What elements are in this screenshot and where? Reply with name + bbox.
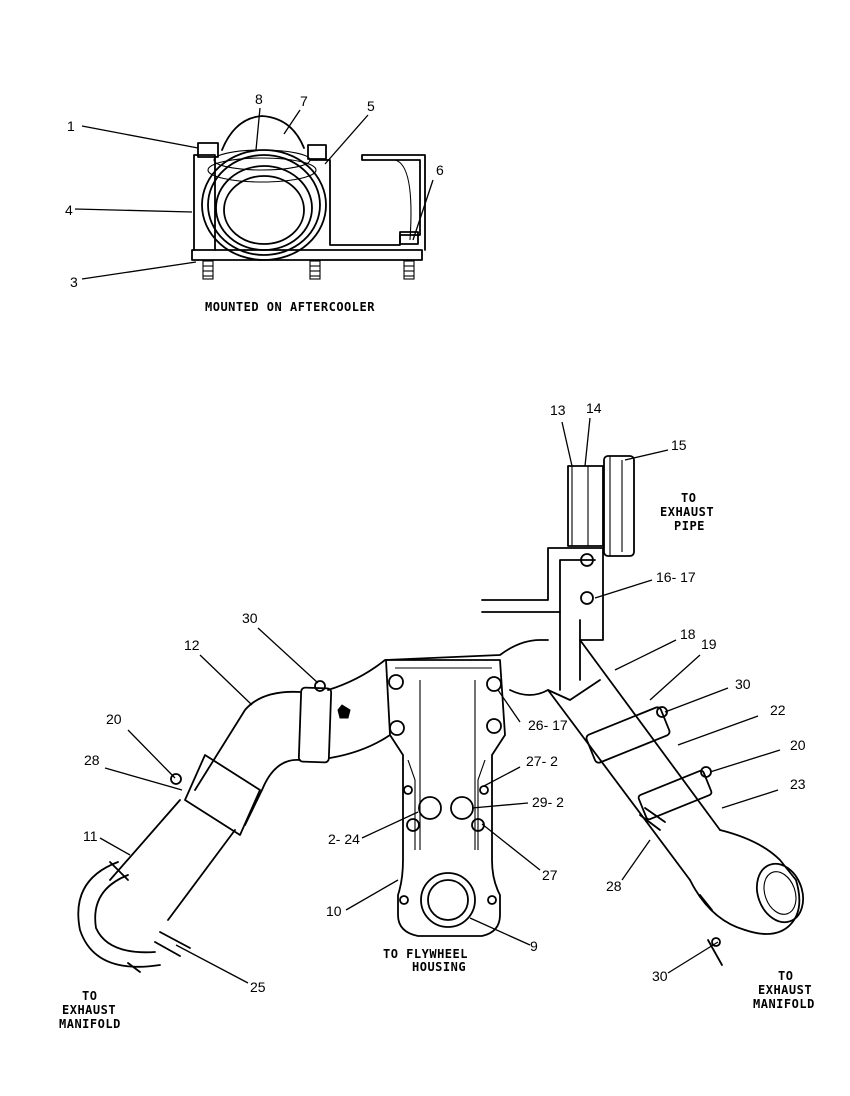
aftercooler-mount-assembly — [191, 115, 426, 280]
caption-mounted-on-aftercooler: MOUNTED ON AFTERCOOLER — [205, 300, 375, 314]
callout-7: 7 — [300, 93, 308, 109]
adapter-housing — [385, 659, 506, 937]
pipe-top — [221, 115, 305, 151]
right-clamp-lower — [699, 894, 723, 966]
left-clamp-bolt — [127, 931, 191, 973]
callout-30-bottom: 30 — [652, 968, 668, 984]
exhaust-flange — [603, 455, 635, 557]
caption-exhaust-pipe-line-1: TO — [681, 491, 696, 505]
callout-25: 25 — [250, 979, 266, 995]
adapter-bolt-1 — [388, 674, 404, 690]
caption-flywheel-housing: TO FLYWHEEL HOUSING — [383, 947, 468, 974]
callout-8: 8 — [255, 91, 263, 107]
callout-3: 3 — [70, 274, 78, 290]
left-sleeve — [184, 754, 261, 836]
callout-23: 23 — [790, 776, 806, 792]
caption-manifold-left-line-3: MANIFOLD — [59, 1017, 121, 1031]
callout-30-top: 30 — [242, 610, 258, 626]
callout-29-2: 29- 2 — [532, 794, 564, 810]
callout-15: 15 — [671, 437, 687, 453]
mounting-plate — [191, 249, 423, 261]
caption-manifold-left-line-1: TO — [82, 989, 97, 1003]
bracket-bolt-upper — [580, 553, 594, 567]
caption-exhaust-pipe-line-3: PIPE — [674, 519, 705, 533]
callout-20-left: 20 — [106, 711, 122, 727]
callout-30-right: 30 — [735, 676, 751, 692]
small-fitting — [337, 704, 351, 719]
callout-4: 4 — [65, 202, 73, 218]
mounting-studs — [202, 260, 415, 280]
left-elbow-lower — [77, 861, 161, 968]
caption-flywheel-line-1: TO FLYWHEEL — [383, 947, 468, 961]
right-elbow — [719, 829, 801, 935]
callout-27-2: 27- 2 — [526, 753, 558, 769]
callout-11: 11 — [83, 828, 98, 844]
callout-1: 1 — [67, 118, 75, 134]
callout-5: 5 — [367, 98, 375, 114]
caption-manifold-left: TO EXHAUST MANIFOLD — [59, 989, 121, 1031]
exhaust-riser — [481, 455, 635, 691]
riser-tube — [567, 465, 604, 547]
callout-20-right: 20 — [790, 737, 806, 753]
caption-flywheel-line-2: HOUSING — [412, 960, 466, 974]
callout-27: 27 — [542, 867, 558, 883]
left-exhaust-pipe — [77, 680, 333, 973]
caption-manifold-left-line-2: EXHAUST — [62, 1003, 116, 1017]
callout-10: 10 — [326, 903, 342, 919]
callout-2-24: 2- 24 — [328, 831, 360, 847]
callout-26-17: 26- 17 — [528, 717, 568, 733]
callout-13: 13 — [550, 402, 566, 418]
callout-22: 22 — [770, 702, 786, 718]
adapter-port-right — [450, 796, 474, 820]
support-bracket — [481, 547, 604, 641]
flywheel-adapter — [337, 659, 506, 937]
right-sleeve-clamp — [637, 769, 713, 821]
bracket-left-wall — [193, 154, 216, 251]
right-pipe-clamp — [585, 706, 671, 764]
callout-12: 12 — [184, 637, 200, 653]
bracket-right-wall — [309, 154, 426, 251]
adapter-bolt-2 — [389, 720, 405, 736]
callout-14: 14 — [586, 400, 602, 416]
callout-16-17: 16- 17 — [656, 569, 696, 585]
adapter-bolt-3 — [486, 676, 502, 692]
adapter-port-left — [418, 796, 442, 820]
left-elbow-upper — [194, 690, 301, 791]
caption-manifold-right-line-2: EXHAUST — [758, 983, 812, 997]
callout-19: 19 — [701, 636, 717, 652]
callout-28-right: 28 — [606, 878, 622, 894]
bolt-head-left — [197, 142, 219, 158]
top-leaders — [74, 107, 434, 280]
flywheel-port — [420, 872, 476, 928]
caption-manifold-right: TO EXHAUST MANIFOLD — [753, 969, 815, 1011]
bracket-bolt-lower — [580, 591, 594, 605]
caption-manifold-right-line-1: TO — [778, 969, 793, 983]
right-exhaust-pipe — [547, 639, 804, 966]
right-elbow-outlet — [756, 862, 804, 924]
callout-18: 18 — [680, 626, 696, 642]
caption-exhaust-pipe-line-2: EXHAUST — [660, 505, 714, 519]
bolt-head-side — [399, 231, 419, 245]
bottom-leaders — [99, 417, 781, 984]
callout-6: 6 — [436, 162, 444, 178]
adapter-bolt-4 — [486, 718, 502, 734]
callout-28-left: 28 — [84, 752, 100, 768]
right-pipe-body — [547, 639, 721, 881]
right-clamp-bolt — [639, 807, 666, 831]
bolt-head-right — [307, 144, 327, 160]
caption-exhaust-pipe: TO EXHAUST PIPE — [660, 491, 714, 533]
callout-9: 9 — [530, 938, 538, 954]
left-pipe-clamp — [297, 686, 333, 764]
pipe-bore — [215, 165, 313, 251]
caption-manifold-right-line-3: MANIFOLD — [753, 997, 815, 1011]
